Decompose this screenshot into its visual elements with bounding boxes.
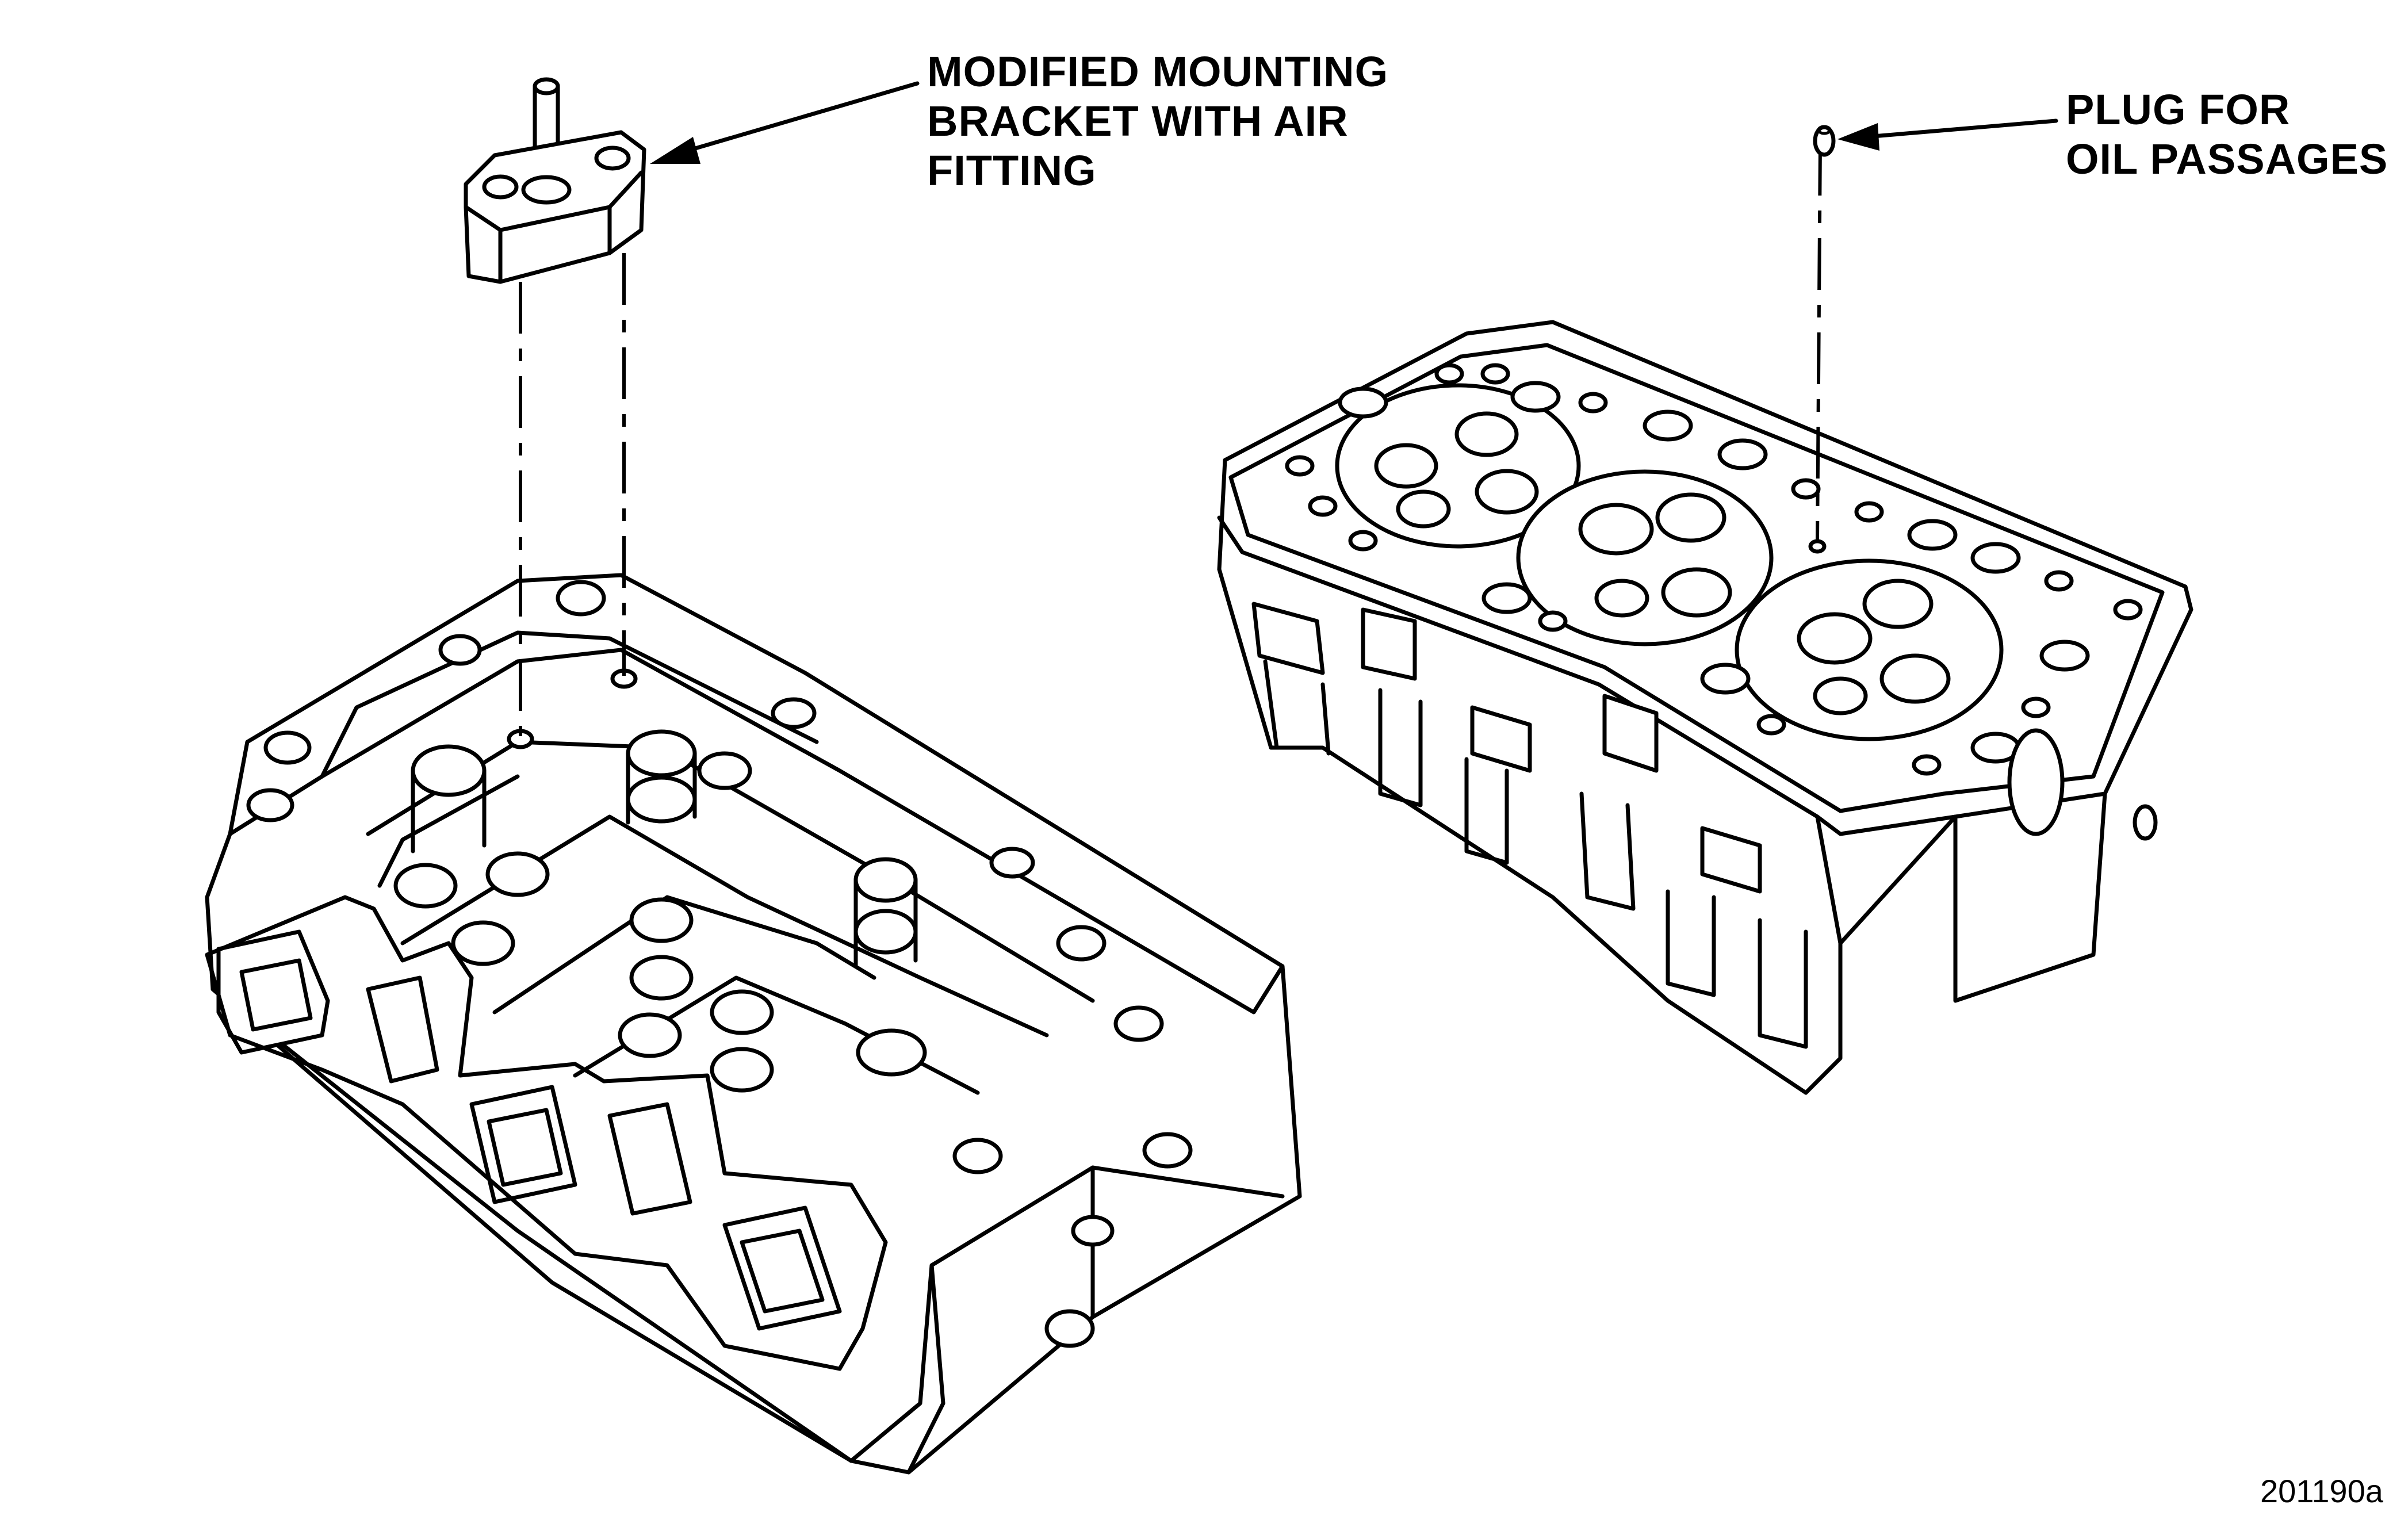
bracket-callout-arrow <box>650 81 920 164</box>
alignment-line-plug <box>1816 143 1822 541</box>
figure-number: 201190a <box>2260 1473 2383 1509</box>
modified-mounting-bracket <box>464 77 646 284</box>
bracket-label: MODIFIED MOUNTING BRACKET WITH AIR FITTI… <box>927 47 1388 196</box>
bracket-label-line-3: FITTING <box>927 147 1097 194</box>
left-cylinder-head <box>205 573 1302 1475</box>
plug-callout-arrow <box>1837 118 2058 151</box>
plug-label: PLUG FOR OIL PASSAGES <box>2066 85 2388 184</box>
plug-label-line-2: OIL PASSAGES <box>2066 135 2388 183</box>
right-cylinder-head <box>1217 320 2193 1095</box>
bracket-label-line-1: MODIFIED MOUNTING <box>927 48 1389 95</box>
oil-passage-plug <box>1813 125 1836 157</box>
plug-label-line-1: PLUG FOR <box>2066 86 2291 133</box>
bracket-label-line-2: BRACKET WITH AIR <box>927 97 1349 145</box>
